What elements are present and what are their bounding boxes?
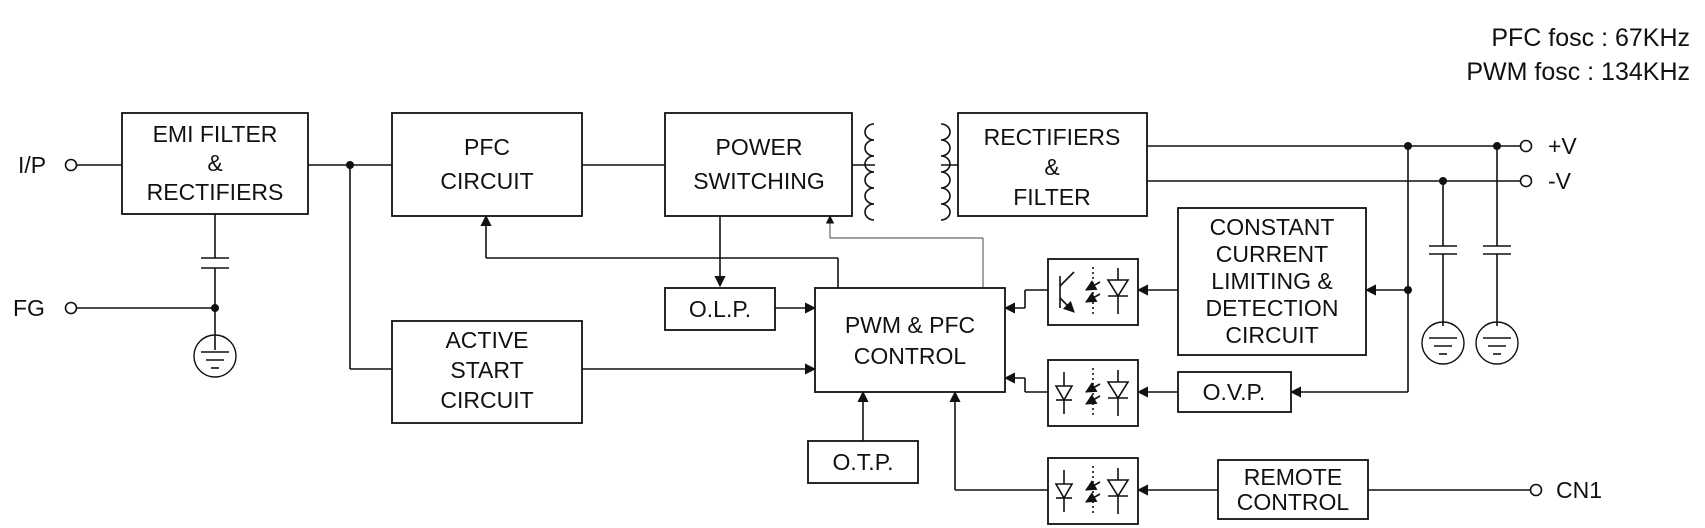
note-pwm-fosc: PWM fosc : 134KHz [1466,58,1690,86]
block-label: O.V.P. [1203,379,1266,405]
block-label: O.T.P. [833,449,894,475]
block-label: POWER [716,134,803,160]
block-pwm-pfc-control: PWM & PFC CONTROL [814,287,1006,393]
terminal-label: +V [1548,133,1577,159]
block-label: ACTIVE [445,327,528,353]
block-olp: O.L.P. [664,287,776,331]
transformer-icon [864,123,951,221]
optocoupler-icon [1047,359,1139,427]
block-label: CIRCUIT [1225,322,1318,348]
block-label: PWM & PFC [845,312,975,338]
block-active-start: ACTIVE START CIRCUIT [391,320,583,424]
note-pfc-fosc: PFC fosc : 67KHz [1491,24,1690,52]
terminal-plus-v: +V [1519,133,1577,159]
block-label: PFC [464,134,510,160]
block-label: RECTIFIERS [147,179,284,205]
terminal-label: I/P [18,152,46,178]
block-label: SWITCHING [693,168,825,194]
terminal-label: -V [1548,168,1572,194]
block-label: CONTROL [1237,489,1350,515]
block-constant-current: CONSTANT CURRENT LIMITING & DETECTION CI… [1177,207,1367,356]
block-label: START [450,357,523,383]
ground-symbol [193,334,237,378]
block-pfc-circuit: PFC CIRCUIT [391,112,583,217]
junction-dots [211,142,1501,312]
block-label: DETECTION [1206,295,1339,321]
block-label: EMI FILTER [153,121,278,147]
block-emi-filter: EMI FILTER & RECTIFIERS [121,112,309,215]
block-label: RECTIFIERS [984,124,1121,150]
block-label: CONSTANT [1210,214,1335,240]
optocoupler-icon [1047,258,1139,326]
block-otp: O.T.P. [807,440,919,484]
optocoupler-icon [1047,457,1139,525]
block-label: CURRENT [1216,241,1328,267]
block-label: FILTER [1013,184,1091,210]
block-label: & [207,150,222,176]
block-label: O.L.P. [689,296,751,322]
block-label: CONTROL [854,343,967,369]
terminal-label: CN1 [1556,477,1602,503]
ground-symbol [1421,321,1465,365]
ground-symbol [1475,321,1519,365]
terminal-cn1: CN1 [1529,477,1602,503]
block-label: CIRCUIT [440,168,533,194]
block-ovp: O.V.P. [1177,371,1292,413]
terminal-label: FG [13,295,45,321]
block-rectifiers-filter: RECTIFIERS & FILTER [957,112,1148,217]
terminal-ip: I/P [18,152,78,178]
block-label: LIMITING & [1211,268,1332,294]
wires [77,145,1530,496]
block-remote-control: REMOTE CONTROL [1217,459,1369,520]
block-label: REMOTE [1244,464,1342,490]
block-power-switching: POWER SWITCHING [664,112,853,217]
terminal-minus-v: -V [1519,168,1572,194]
terminal-fg: FG [13,295,78,321]
block-label: CIRCUIT [440,387,533,413]
block-label: & [1044,154,1059,180]
